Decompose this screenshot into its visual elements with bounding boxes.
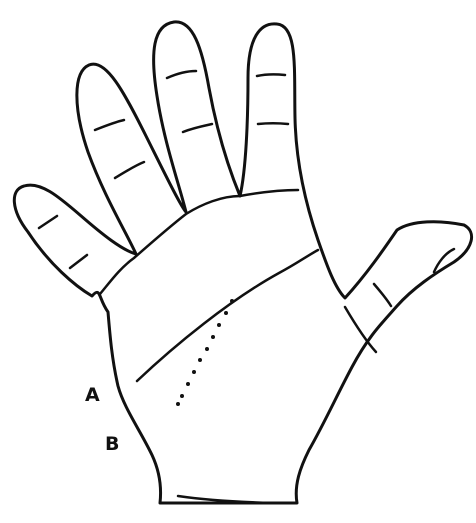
middle-finger-crease-upper bbox=[167, 71, 196, 78]
thumb-mount-line bbox=[345, 307, 376, 352]
head-line bbox=[137, 250, 318, 381]
dotted-line bbox=[176, 299, 234, 406]
thumb-crease bbox=[374, 284, 391, 306]
hand-outline bbox=[14, 22, 471, 503]
little-finger-crease-lower bbox=[70, 255, 87, 268]
little-finger-crease-upper bbox=[39, 216, 57, 228]
middle-finger-crease-lower bbox=[183, 124, 212, 132]
label-a: A bbox=[85, 386, 100, 405]
index-finger-crease-lower bbox=[258, 123, 288, 124]
ring-finger-crease-upper bbox=[95, 120, 124, 130]
index-finger-crease-upper bbox=[257, 74, 285, 76]
ring-finger-crease-lower bbox=[115, 162, 144, 178]
label-b: B bbox=[105, 435, 119, 454]
